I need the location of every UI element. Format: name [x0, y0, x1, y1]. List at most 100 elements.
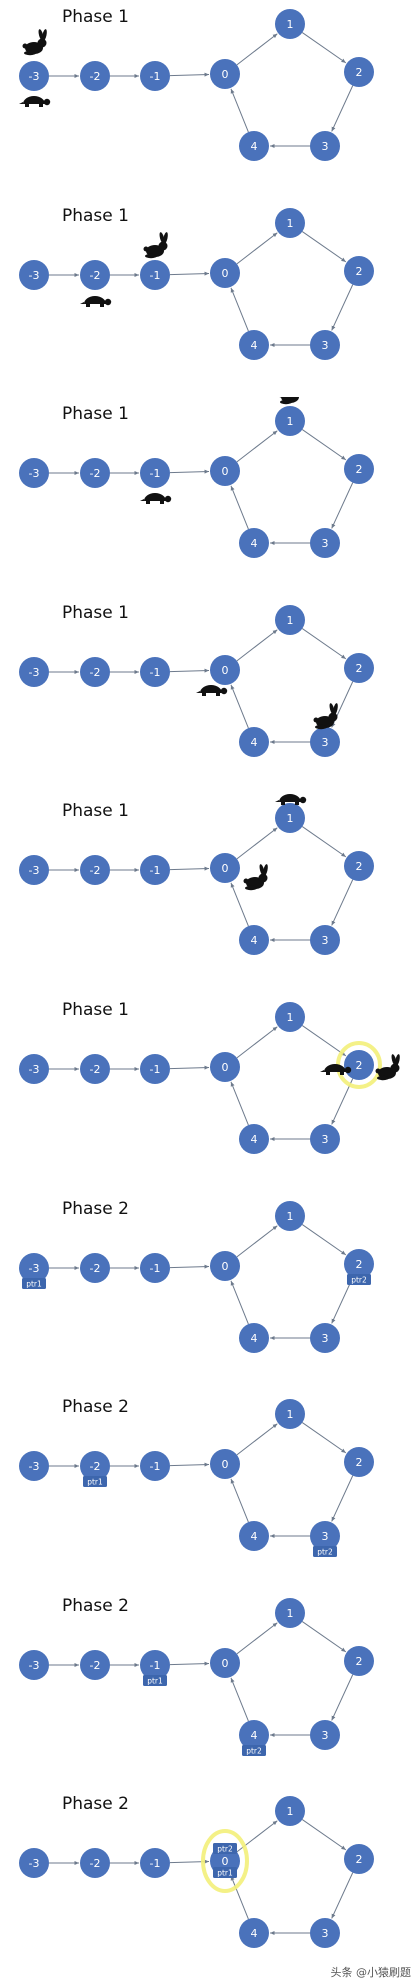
edge-arrow	[169, 271, 210, 276]
edge-arrow	[302, 1223, 347, 1255]
node: -2	[80, 259, 111, 290]
edge-arrow	[230, 1081, 249, 1126]
node-label: 0	[221, 267, 228, 280]
edge-arrow	[302, 429, 347, 461]
node-label: 0	[221, 1855, 228, 1868]
node: 1	[274, 1796, 305, 1827]
edge-arrow	[331, 1277, 354, 1324]
node-label: 2	[355, 860, 362, 873]
ptr1-tag: ptr1	[22, 1277, 47, 1289]
node-label: 0	[221, 664, 228, 677]
edge-arrow	[230, 1478, 249, 1523]
node-label: -3	[29, 1460, 40, 1473]
node: 1	[274, 1200, 305, 1231]
node: -1	[140, 60, 171, 91]
node: 3	[309, 130, 340, 161]
node: 0	[209, 1449, 240, 1480]
node-label: 0	[221, 1260, 228, 1273]
rabbit-icon	[143, 231, 168, 258]
node: -1	[140, 1649, 171, 1680]
edge-arrow	[302, 1422, 347, 1454]
node-label: 2	[355, 1059, 362, 1072]
edge-arrow	[230, 485, 249, 530]
edge-arrow	[302, 1025, 347, 1057]
phase-title: Phase 1	[62, 1000, 129, 1020]
edge-arrow	[230, 684, 249, 729]
phase-title: Phase 2	[62, 1596, 129, 1616]
node-label: -3	[29, 1857, 40, 1870]
turtle-icon	[274, 794, 307, 806]
node: -3	[19, 60, 50, 91]
ptr2-label: ptr2	[317, 1548, 333, 1557]
node-label: -2	[90, 1460, 101, 1473]
edge-arrow	[331, 879, 354, 927]
node: 2	[343, 1447, 374, 1478]
node: 2	[343, 1248, 374, 1279]
edge-arrow	[302, 627, 347, 660]
node: -2	[80, 1252, 111, 1283]
node-label: 3	[321, 1332, 328, 1345]
turtle-icon	[19, 95, 51, 107]
node: -3	[19, 1252, 50, 1283]
node-label: 3	[321, 934, 328, 947]
turtle-icon	[196, 684, 228, 696]
node-label: 2	[355, 1853, 362, 1866]
node-label: -1	[150, 1659, 161, 1672]
edge-arrow	[236, 1622, 278, 1655]
node-label: 3	[321, 537, 328, 550]
node: -2	[80, 1451, 111, 1482]
node: 3	[309, 925, 340, 956]
node-label: 2	[355, 1655, 362, 1668]
ptr1-label: ptr1	[87, 1478, 103, 1487]
edge-arrow	[230, 1280, 249, 1324]
node: 4	[238, 925, 269, 956]
node: 1	[274, 803, 305, 834]
rabbit-icon	[279, 397, 299, 405]
node-label: 2	[355, 463, 362, 476]
node: -2	[80, 656, 111, 687]
ptr1-label: ptr1	[147, 1676, 163, 1685]
edge-arrow	[236, 1224, 278, 1257]
node-label: 4	[250, 140, 257, 153]
node-label: 1	[286, 415, 293, 428]
node: -1	[140, 1252, 171, 1283]
node: 2	[343, 1645, 374, 1676]
ptr1-label: ptr1	[26, 1279, 42, 1288]
node-label: 4	[250, 1133, 257, 1146]
node: 2	[343, 454, 374, 485]
node: -3	[19, 656, 50, 687]
node: 0	[209, 654, 240, 685]
node: 3	[309, 329, 340, 360]
node-label: 4	[250, 1530, 257, 1543]
node: -3	[19, 1053, 50, 1084]
node-label: 1	[286, 18, 293, 31]
node-label: 0	[221, 1657, 228, 1670]
node-label: -3	[29, 1262, 40, 1275]
watermark: 头条 @小猿刷题	[330, 1966, 412, 1979]
node: -2	[80, 855, 111, 886]
node: 4	[238, 329, 269, 360]
node-label: 4	[250, 934, 257, 947]
edge-arrow	[302, 230, 347, 262]
node-label: -2	[90, 1659, 101, 1672]
node-label: -3	[29, 1659, 40, 1672]
edge-arrow	[236, 1026, 278, 1059]
ptr1-tag: ptr1	[83, 1476, 108, 1488]
node-label: 4	[250, 1927, 257, 1940]
node-label: 2	[355, 662, 362, 675]
node: 1	[274, 1597, 305, 1628]
node-label: 0	[221, 862, 228, 875]
rabbit-icon	[375, 1054, 400, 1081]
edge-arrow	[302, 826, 347, 858]
edge-arrow	[230, 1677, 249, 1722]
node-label: -1	[150, 1262, 161, 1275]
node-label: -1	[150, 864, 161, 877]
node: -1	[140, 1451, 171, 1482]
edge-arrow	[331, 1872, 354, 1920]
node: -1	[140, 656, 171, 687]
node-label: 2	[355, 66, 362, 79]
node: -3	[19, 1848, 50, 1879]
edge-arrow	[230, 88, 249, 133]
